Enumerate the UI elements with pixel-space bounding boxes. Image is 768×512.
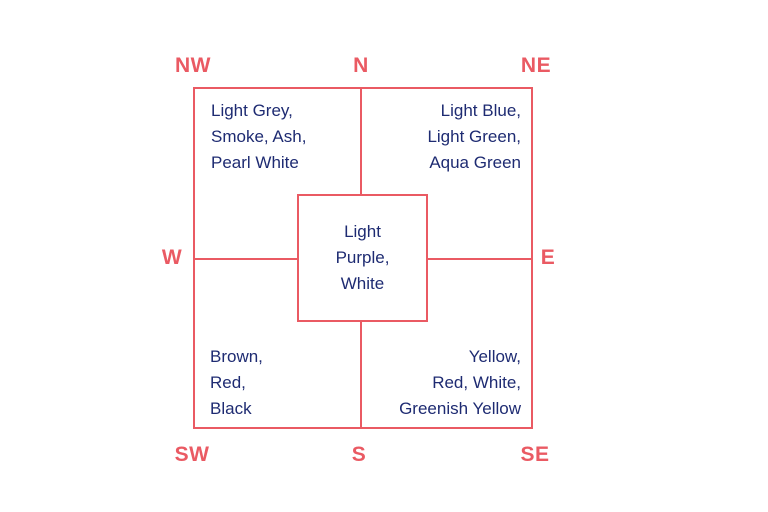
zone-se-line-1: Yellow,: [468, 347, 521, 366]
zone-sw-line-3: Black: [210, 399, 252, 418]
zone-nw-line-2: Smoke, Ash,: [211, 127, 307, 146]
zone-nw: Light Grey, Smoke, Ash, Pearl White: [211, 98, 306, 176]
direction-label-e: E: [540, 246, 556, 269]
zone-se-line-3: Greenish Yellow: [399, 399, 521, 418]
direction-label-n: N: [353, 54, 369, 77]
zone-center: Light Purple, White: [297, 194, 428, 322]
direction-label-ne: NE: [520, 54, 552, 77]
zone-center-line-2: Purple,: [335, 248, 390, 267]
zone-nw-line-3: Pearl White: [211, 153, 299, 172]
direction-label-w: W: [161, 246, 183, 269]
zone-nw-line-1: Light Grey,: [211, 101, 293, 120]
grid-divider-bottom: [360, 321, 362, 429]
zone-sw-line-2: Red,: [210, 373, 246, 392]
grid-divider-top: [360, 87, 362, 195]
zone-sw-line-1: Brown,: [210, 347, 263, 366]
grid-divider-right: [427, 258, 533, 260]
zone-ne-line-3: Aqua Green: [429, 153, 521, 172]
grid-divider-left: [193, 258, 298, 260]
direction-label-s: S: [351, 443, 367, 466]
zone-ne-line-2: Light Green,: [427, 127, 521, 146]
direction-label-nw: NW: [175, 54, 211, 77]
zone-se: Yellow, Red, White, Greenish Yellow: [399, 344, 521, 422]
zone-se-line-2: Red, White,: [432, 373, 521, 392]
zone-center-line-3: White: [340, 274, 385, 293]
zone-ne: Light Blue, Light Green, Aqua Green: [427, 98, 521, 176]
direction-label-se: SE: [520, 443, 550, 466]
zone-center-line-1: Light: [344, 222, 381, 241]
zone-sw: Brown, Red, Black: [210, 344, 263, 422]
zone-ne-line-1: Light Blue,: [440, 101, 521, 120]
direction-label-sw: SW: [174, 443, 210, 466]
